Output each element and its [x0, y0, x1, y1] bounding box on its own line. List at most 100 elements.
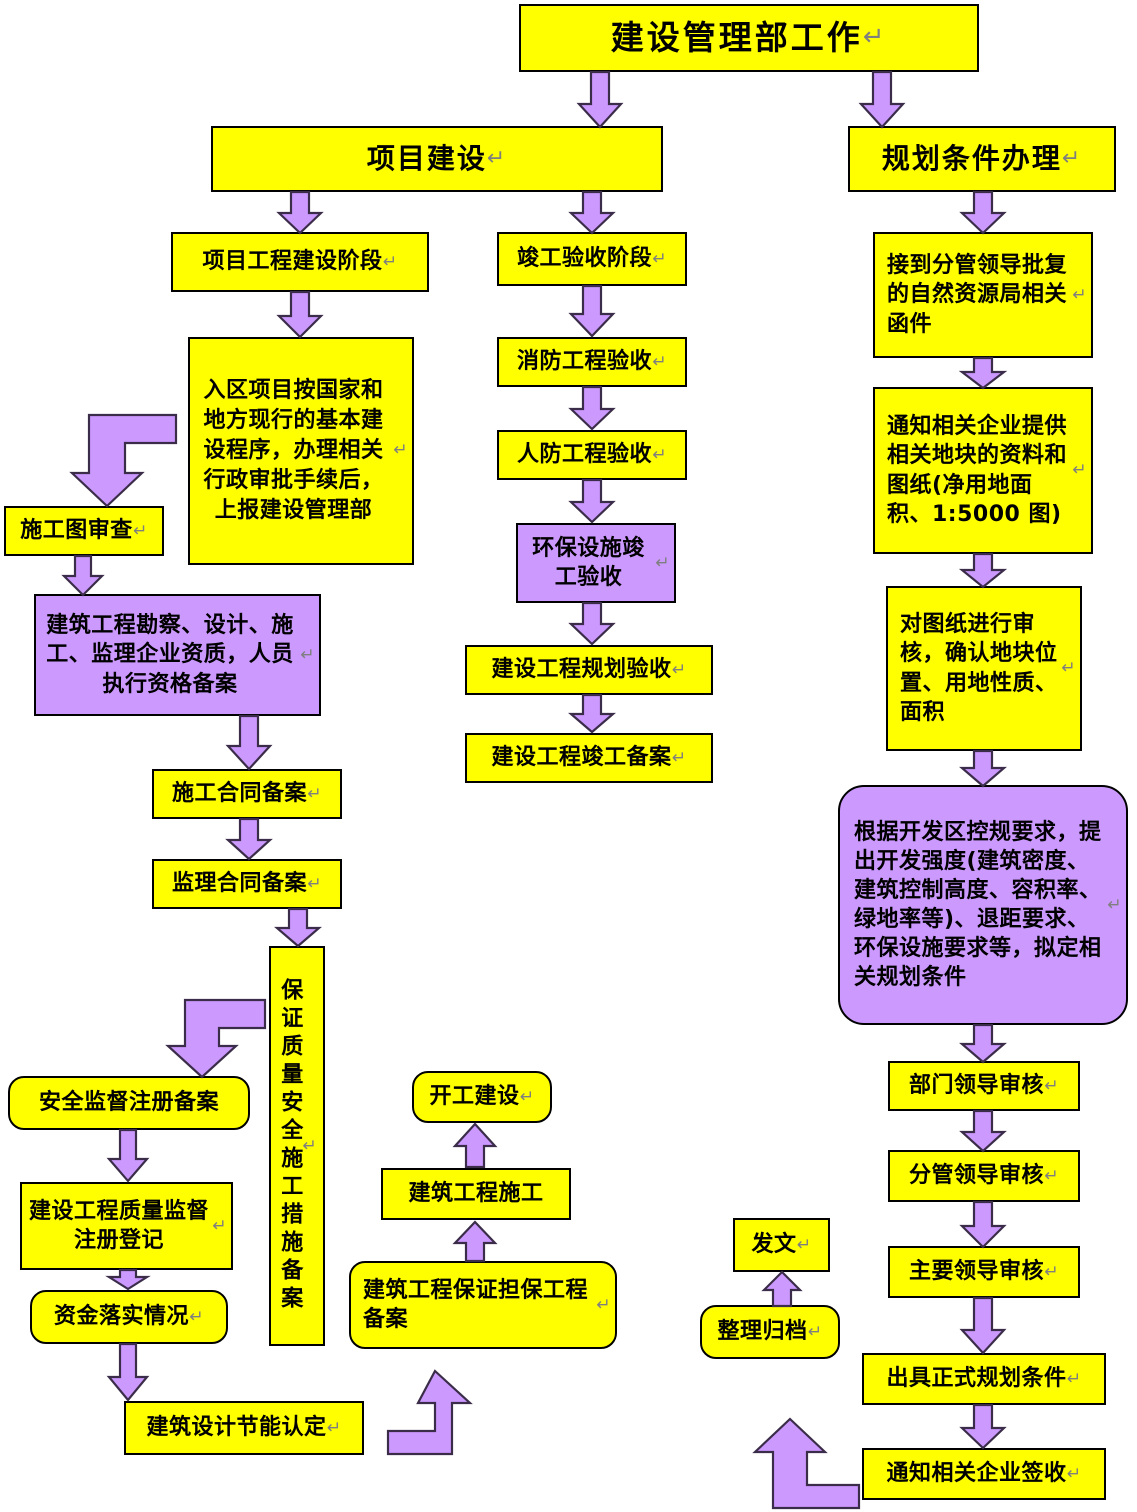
node-dispatch: 发文↵ [733, 1218, 830, 1272]
node-notify-materials: 通知相关企业提供相关地块的资料和图纸(净用地面积、1:5000 图)↵ [873, 387, 1093, 554]
arrow-receive-letter-to-notify-materials [958, 356, 1008, 390]
node-deputy-leader-review-label: 分管领导审核 [909, 1163, 1045, 1189]
node-project-stage: 项目工程建设阶段↵ [171, 232, 429, 292]
arrow-funding-to-energy-saving [106, 1342, 150, 1402]
node-branch-project-label: 项目建设 [366, 141, 487, 175]
arrow-guarantee-to-construction-work [452, 1220, 498, 1263]
node-civil-defense-acceptance-label: 人防工程验收 [517, 442, 653, 468]
arrow-planning-acceptance-to-completion-filing [568, 693, 616, 734]
node-quality-registration: 建设工程质量监督注册登记↵ [20, 1182, 233, 1270]
arrow-civil-defense-to-env [568, 478, 616, 524]
pilcrow-mark: ↵ [807, 1321, 823, 1342]
node-branch-planning: 规划条件办理↵ [848, 126, 1116, 192]
arrow-drawing-review-to-qualification [61, 554, 105, 597]
arrow-project-to-completion [568, 190, 616, 235]
node-archive-label: 整理归档 [717, 1319, 808, 1345]
pilcrow-mark: ↵ [1044, 1261, 1059, 1282]
node-branch-planning-label: 规划条件办理 [881, 141, 1062, 175]
arrow-notify-materials-to-review-drawings [958, 552, 1008, 589]
node-notify-materials-label: 通知相关企业提供相关地块的资料和图纸(净用地面积、1:5000 图) [887, 414, 1068, 527]
arrow-deputy-to-chief-review [959, 1200, 1007, 1249]
pilcrow-mark: ↵ [671, 659, 687, 680]
pilcrow-mark: ↵ [307, 873, 322, 894]
pilcrow-mark: ↵ [212, 1215, 227, 1236]
arrow-elbow-to-safety-supervision [165, 998, 267, 1079]
node-branch-project: 项目建设↵ [211, 126, 663, 192]
arrow-chief-to-issue-conditions [959, 1296, 1007, 1355]
arrow-archive-to-dispatch [761, 1270, 803, 1308]
pilcrow-mark: ↵ [393, 440, 408, 461]
arrow-review-drawings-to-draft-conditions [959, 749, 1007, 788]
pilcrow-mark: ↵ [1107, 894, 1122, 915]
pilcrow-mark: ↵ [671, 747, 687, 768]
node-issue-conditions: 出具正式规划条件↵ [862, 1353, 1106, 1405]
node-review-drawings: 对图纸进行审核，确认地块位置、用地性质、面积↵ [886, 586, 1082, 751]
node-project-procedure: 入区项目按国家和地方现行的基本建设程序，办理相关行政审批手续后，上报建设管理部 ↵ [188, 337, 414, 565]
arrow-issue-to-notify-signature [959, 1403, 1007, 1450]
pilcrow-mark: ↵ [652, 444, 667, 465]
pilcrow-mark: ↵ [1072, 460, 1087, 481]
node-quality-registration-label: 建设工程质量监督注册登记 [29, 1198, 210, 1253]
arrow-construction-to-supervision-contract [225, 817, 273, 861]
node-env-facility-acceptance: 环保设施竣工验收 ↵ [516, 523, 676, 603]
pilcrow-mark: ↵ [1066, 1463, 1082, 1484]
node-project-procedure-label: 入区项目按国家和地方现行的基本建设程序，办理相关行政审批手续后，上报建设管理部 [203, 378, 384, 523]
pilcrow-mark: ↵ [796, 1234, 812, 1255]
node-receive-letter-label: 接到分管领导批复的自然资源局相关函件 [887, 253, 1068, 337]
pilcrow-mark: ↵ [862, 22, 888, 53]
pilcrow-mark: ↵ [596, 1294, 611, 1315]
arrow-elbow-procedure-to-drawing-review [67, 413, 178, 508]
node-deputy-leader-review: 分管领导审核↵ [888, 1150, 1080, 1202]
node-planning-acceptance: 建设工程规划验收↵ [465, 645, 713, 695]
node-energy-saving: 建筑设计节能认定↵ [124, 1401, 364, 1455]
node-supervision-contract: 监理合同备案↵ [152, 859, 342, 909]
node-chief-leader-review: 主要领导审核↵ [888, 1246, 1080, 1298]
node-env-facility-acceptance-label: 环保设施竣工验收 [532, 535, 645, 590]
pilcrow-mark: ↵ [655, 552, 670, 573]
node-civil-defense-acceptance: 人防工程验收↵ [497, 430, 687, 480]
pilcrow-mark: ↵ [652, 351, 667, 372]
arrow-dept-to-deputy-review [959, 1109, 1007, 1153]
pilcrow-mark: ↵ [1072, 284, 1087, 305]
node-notify-signature-label: 通知相关企业签收 [886, 1461, 1067, 1487]
pilcrow-mark: ↵ [382, 251, 398, 272]
pilcrow-mark: ↵ [1061, 145, 1083, 171]
node-issue-conditions-label: 出具正式规划条件 [886, 1366, 1067, 1392]
node-supervision-contract-label: 监理合同备案 [172, 871, 308, 897]
node-dispatch-label: 发文 [751, 1232, 797, 1258]
node-construction-work-label: 建筑工程施工 [408, 1181, 544, 1207]
node-construction-contract-label: 施工合同备案 [172, 781, 308, 807]
node-completion-filing: 建设工程竣工备案↵ [465, 733, 713, 783]
node-fire-acceptance: 消防工程验收↵ [497, 337, 687, 387]
arrow-root-to-project [576, 70, 624, 129]
node-completion-stage-label: 竣工验收阶段 [517, 246, 653, 272]
arrow-construction-work-to-start [452, 1122, 498, 1169]
arrow-quality-registration-to-funding [105, 1268, 151, 1291]
pilcrow-mark: ↵ [326, 1417, 342, 1438]
arrow-project-to-stage [276, 190, 324, 235]
node-dept-leader-review: 部门领导审核↵ [888, 1061, 1080, 1111]
pilcrow-mark: ↵ [1061, 658, 1076, 679]
node-drawing-review-label: 施工图审查 [20, 518, 133, 544]
node-start-construction: 开工建设↵ [412, 1071, 552, 1123]
node-dept-leader-review-label: 部门领导审核 [909, 1073, 1045, 1099]
node-safety-supervision-label: 安全监督注册备案 [38, 1090, 219, 1116]
arrow-safety-to-quality-registration [106, 1128, 150, 1183]
arrow-completion-stage-to-fire [568, 284, 616, 338]
pilcrow-mark: ↵ [307, 783, 322, 804]
pilcrow-mark: ↵ [486, 145, 508, 171]
node-qualification-filing: 建筑工程勘察、设计、施工、监理企业资质，人员执行资格备案↵ [34, 594, 321, 716]
arrow-stage-to-procedure [276, 290, 324, 339]
pilcrow-mark: ↵ [1044, 1165, 1059, 1186]
pilcrow-mark: ↵ [519, 1086, 535, 1107]
node-safety-supervision: 安全监督注册备案 [8, 1076, 250, 1130]
node-guarantee-filing: 建筑工程保证担保工程备案↵ [349, 1261, 617, 1349]
node-qualification-filing-label: 建筑工程勘察、设计、施工、监理企业资质，人员执行资格备案 [46, 613, 294, 697]
arrow-elbow-energy-to-guarantee [386, 1369, 500, 1456]
node-completion-stage: 竣工验收阶段↵ [497, 232, 687, 286]
pilcrow-mark: ↵ [189, 1306, 204, 1327]
node-receive-letter: 接到分管领导批复的自然资源局相关函件↵ [873, 232, 1093, 358]
node-archive: 整理归档↵ [700, 1305, 840, 1359]
node-construction-contract: 施工合同备案↵ [152, 769, 342, 819]
